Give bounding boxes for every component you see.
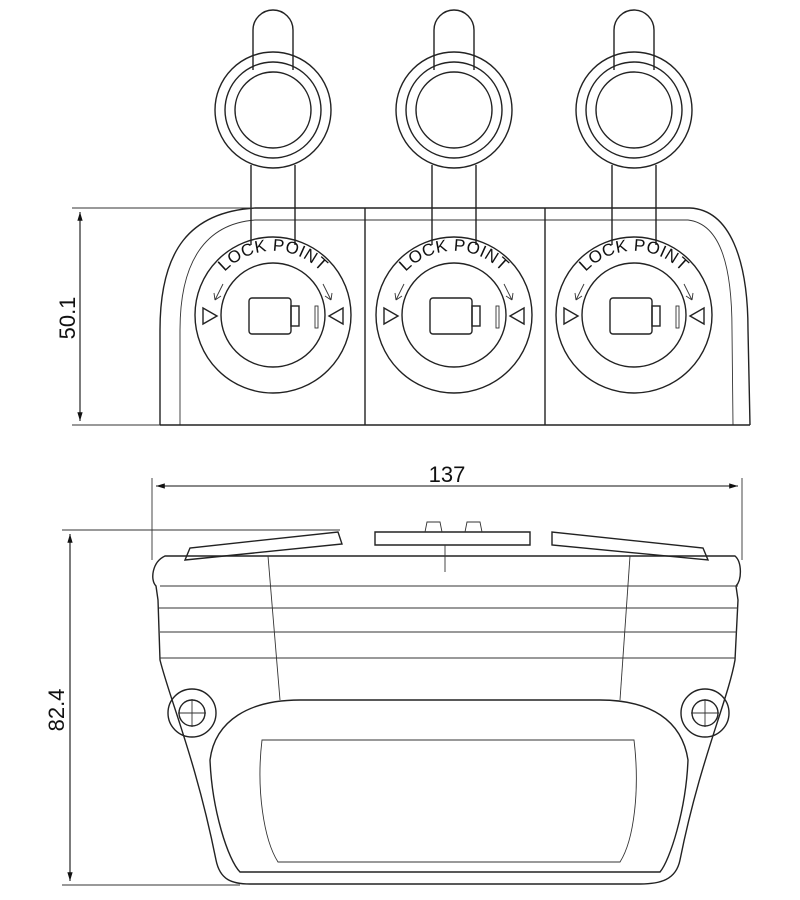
cap-ring	[224, 61, 322, 159]
socket-inner-ring	[220, 262, 326, 368]
bottom-body-outline	[152, 555, 742, 885]
dimension-label-front-height: 50.1	[55, 297, 80, 340]
lower-recess-inner	[259, 739, 637, 863]
socket-outer-ring	[555, 236, 713, 394]
cap-outer-ring	[575, 51, 693, 169]
socket-label: LOCK POINT	[395, 236, 512, 275]
socket-outer-ring	[194, 236, 352, 394]
cap-ring	[585, 61, 683, 159]
panel-line-left	[267, 555, 281, 701]
screw-hole-right	[680, 688, 730, 738]
socket-inner-ring	[581, 262, 687, 368]
cap-ring	[405, 61, 503, 159]
socket-plug-tip	[290, 305, 300, 327]
cap-tab	[613, 9, 655, 70]
socket-contact	[314, 305, 319, 329]
socket-plug-icon	[248, 297, 292, 335]
cap-strap	[611, 165, 657, 245]
screw-hole-left	[167, 688, 217, 738]
socket-contact	[495, 305, 500, 329]
left-arrow-icon	[394, 283, 405, 301]
left-arrow-icon	[213, 283, 224, 301]
cap-strap	[250, 165, 296, 245]
bottom-view: 137 82.4	[44, 462, 743, 886]
right-arrow-icon	[683, 283, 694, 301]
socket-plug-icon	[429, 297, 473, 335]
top-strip-center	[374, 531, 531, 546]
socket-inner-ring	[401, 262, 507, 368]
right-arrow-icon	[503, 283, 514, 301]
cap-inner-ring	[234, 71, 312, 149]
top-strip-left	[183, 531, 343, 561]
cap-tab	[433, 9, 475, 70]
socket-label: LOCK POINT	[575, 236, 692, 275]
socket-plug-tip	[651, 305, 661, 327]
dimension-label-width: 137	[429, 462, 466, 487]
right-triangle-icon	[508, 306, 525, 326]
socket-plug-icon	[609, 297, 653, 335]
cap-inner-ring	[415, 71, 493, 149]
dimension-label-depth: 82.4	[44, 689, 69, 732]
socket-contact	[675, 305, 680, 329]
left-triangle-icon	[383, 306, 400, 326]
socket-unit: LOCK POINT	[375, 9, 533, 394]
cap-tab	[252, 9, 294, 70]
top-tabs	[424, 521, 483, 533]
right-arrow-icon	[322, 283, 333, 301]
socket-outer-ring	[375, 236, 533, 394]
cap-strap	[431, 165, 477, 245]
panel-line-right	[619, 555, 631, 701]
left-triangle-icon	[202, 306, 219, 326]
front-view: LOCK POINT LOCK POINT	[55, 9, 751, 426]
right-triangle-icon	[688, 306, 705, 326]
socket-plug-tip	[471, 305, 481, 327]
left-arrow-icon	[574, 283, 585, 301]
socket-unit: LOCK POINT	[555, 9, 713, 394]
left-triangle-icon	[563, 306, 580, 326]
front-housing-inner-outline	[179, 219, 734, 426]
cap-outer-ring	[214, 51, 332, 169]
cap-inner-ring	[595, 71, 673, 149]
top-strip-right	[551, 531, 710, 561]
cap-outer-ring	[395, 51, 513, 169]
socket-label: LOCK POINT	[214, 236, 331, 275]
lower-recess-outline	[209, 699, 689, 873]
socket-unit: LOCK POINT	[194, 9, 352, 394]
right-triangle-icon	[327, 306, 344, 326]
